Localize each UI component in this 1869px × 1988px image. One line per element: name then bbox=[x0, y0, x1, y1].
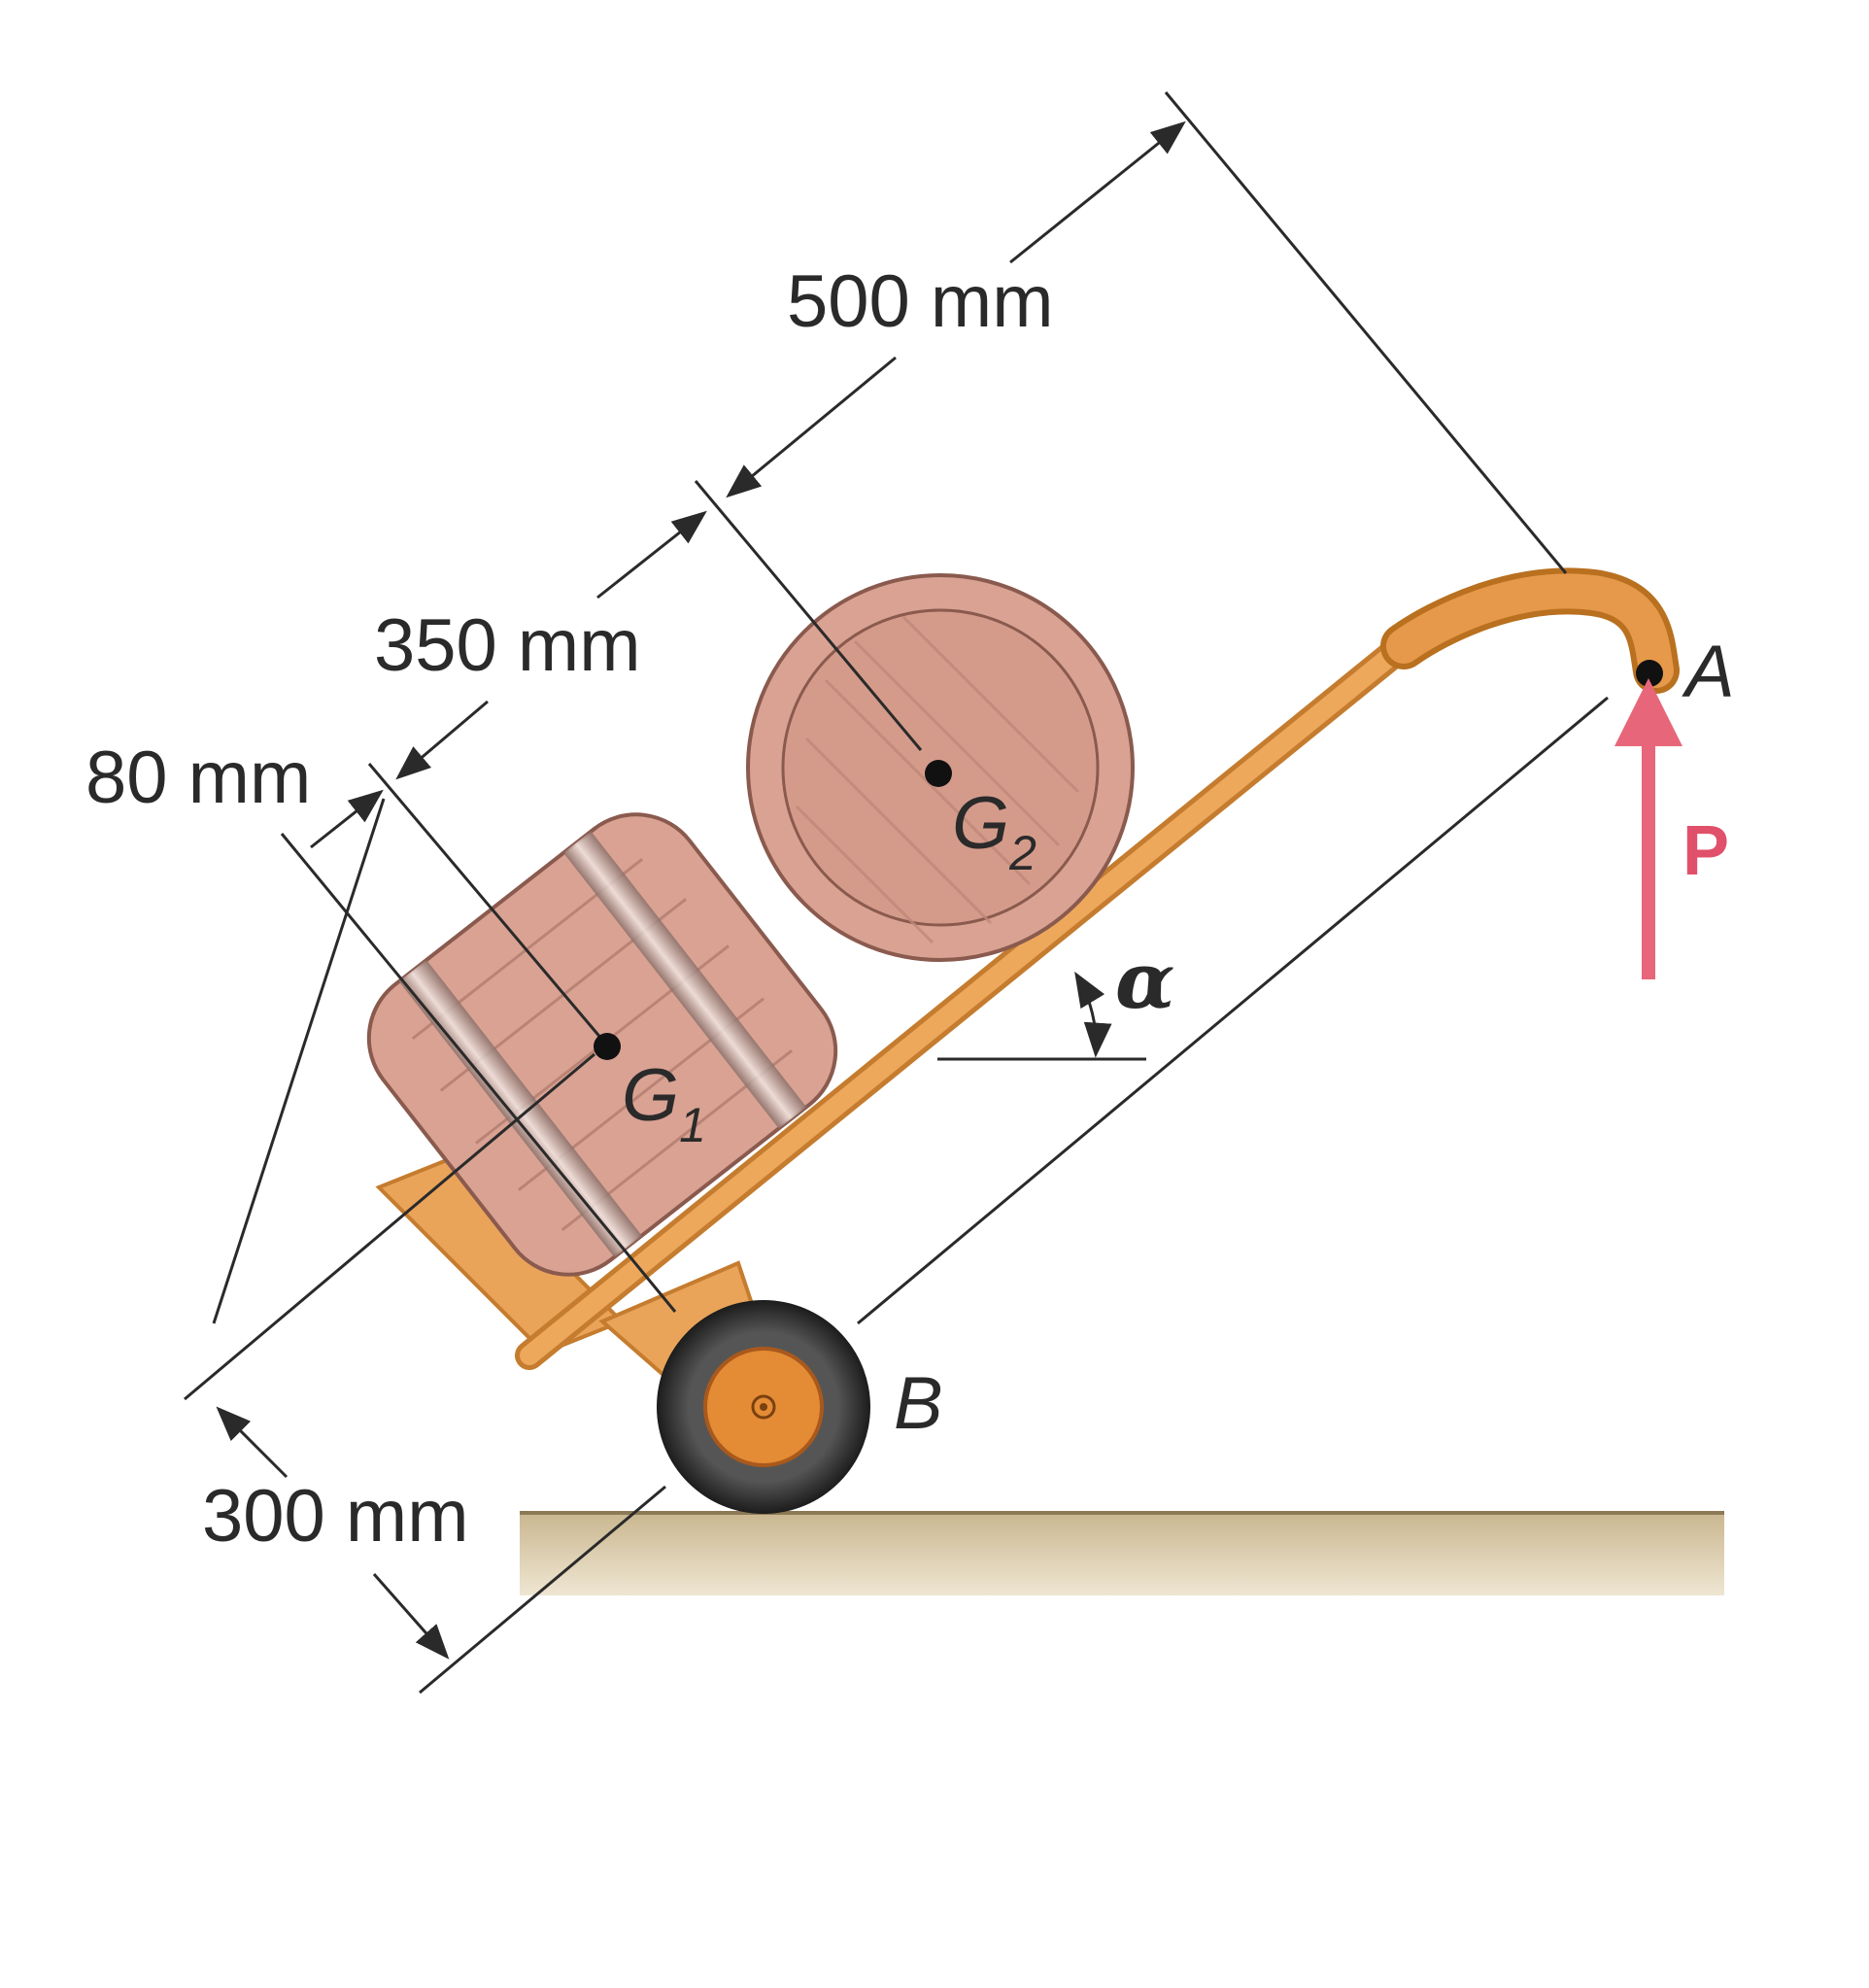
angle-alpha-label: α bbox=[1115, 935, 1175, 1026]
dim-350-label: 350 mm bbox=[374, 604, 641, 687]
dim-500-label: 500 mm bbox=[787, 260, 1054, 343]
g1-subscript: 1 bbox=[679, 1098, 706, 1152]
g2-marker: G2 bbox=[925, 760, 1036, 880]
dimension-arrows bbox=[212, 120, 1186, 1660]
hand-truck-frame bbox=[375, 567, 1680, 1392]
svg-text:G2: G2 bbox=[952, 782, 1036, 880]
ground bbox=[520, 1511, 1724, 1595]
barrel-2 bbox=[746, 573, 1135, 962]
g1-marker: G1 bbox=[594, 1033, 706, 1152]
force-p-label: P bbox=[1682, 812, 1729, 890]
dim-300-label: 300 mm bbox=[202, 1475, 469, 1558]
wheel-b bbox=[657, 1300, 870, 1514]
point-b-label: B bbox=[894, 1362, 943, 1445]
g2-subscript: 2 bbox=[1008, 826, 1036, 880]
point-a-marker bbox=[1636, 660, 1663, 687]
point-a-label: A bbox=[1682, 631, 1735, 713]
svg-text:G1: G1 bbox=[622, 1054, 706, 1152]
dim-80-label: 80 mm bbox=[85, 737, 311, 819]
g2-label: G bbox=[952, 782, 1009, 865]
g1-label: G bbox=[622, 1054, 679, 1137]
